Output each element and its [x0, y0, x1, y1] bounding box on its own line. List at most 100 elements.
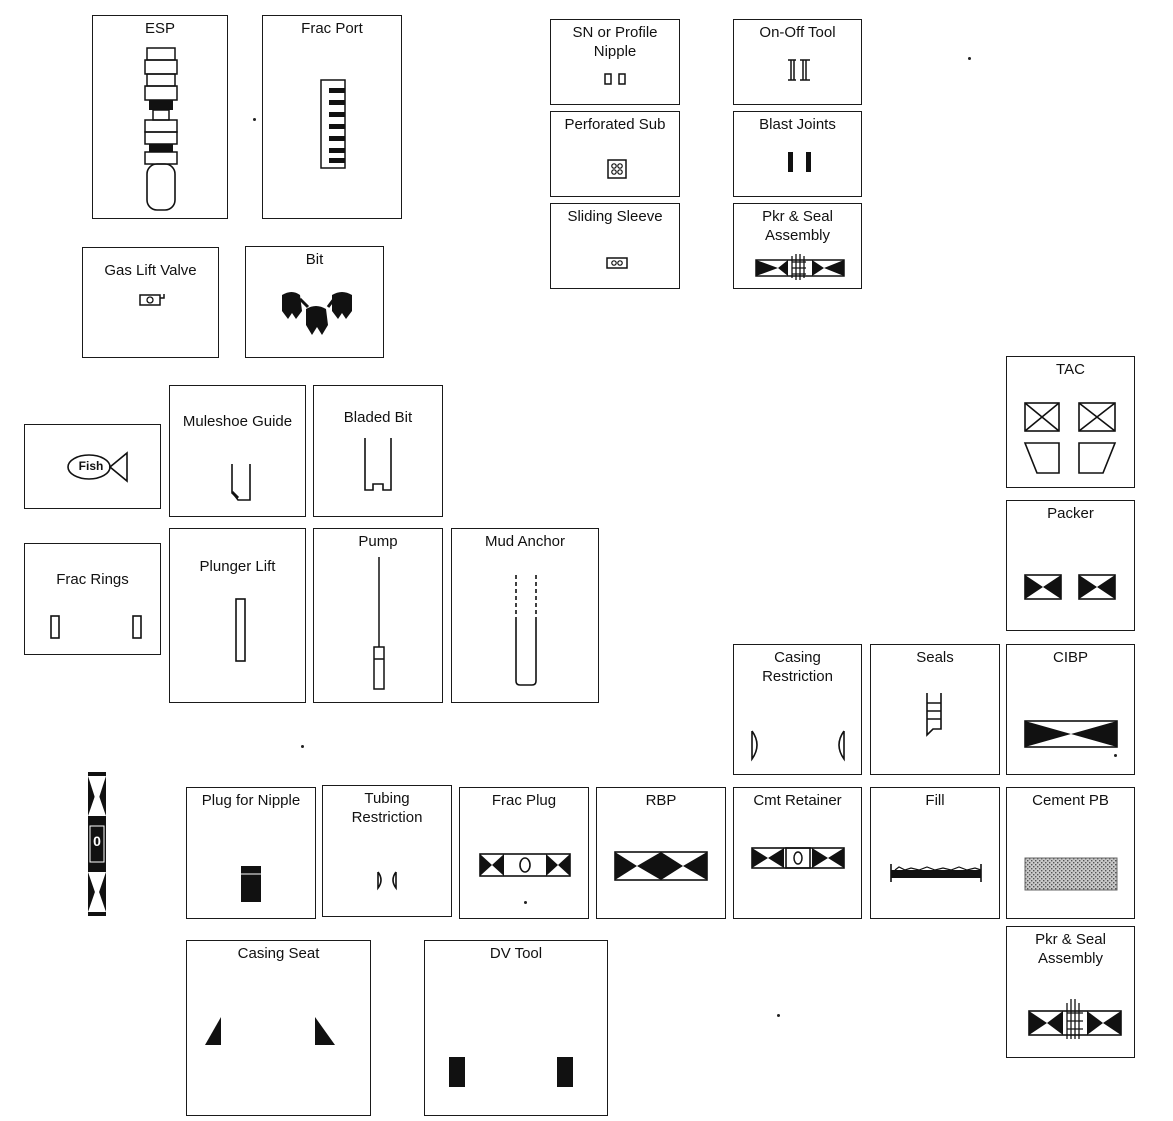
cmt-retainer-box: Cmt Retainer — [733, 787, 862, 919]
cibp-box: CIBP — [1006, 644, 1135, 775]
rbp-icon — [614, 851, 708, 881]
gas-lift-valve-icon — [139, 294, 165, 306]
pkr-seal-assembly-icon — [1028, 999, 1122, 1039]
casing-seat-label: Casing Seat — [237, 945, 320, 962]
vertical-tool-icon — [88, 772, 106, 916]
cibp-label: CIBP — [1052, 649, 1088, 666]
bladed-bit-icon — [364, 438, 392, 491]
fish-text: Fish — [78, 459, 104, 473]
packer-box: Packer — [1006, 500, 1135, 631]
sliding-sleeve-box: Sliding Sleeve — [550, 203, 680, 289]
tubing-restriction-label: Tubing Restriction — [351, 790, 423, 826]
fish-icon — [67, 451, 128, 483]
tac-box: TAC — [1006, 356, 1135, 488]
dv-tool-label: DV Tool — [489, 945, 543, 962]
frac-plug-box: Frac Plug — [459, 787, 589, 919]
bit-box: Bit — [245, 246, 384, 358]
seals-icon — [926, 693, 942, 737]
pkr-seal-assembly-icon — [755, 254, 845, 280]
dv-tool-icon — [449, 1057, 573, 1087]
scan-dot — [301, 745, 304, 748]
on-off-tool-box: On-Off Tool — [733, 19, 862, 105]
frac-port-label: Frac Port — [301, 20, 363, 37]
pump-box: Pump — [313, 528, 443, 703]
casing-restriction-label: Casing Restriction — [762, 649, 833, 685]
casing-seat-box: Casing Seat — [186, 940, 371, 1116]
bladed-bit-box: Bladed Bit — [313, 385, 443, 517]
casing-restriction-icon — [751, 730, 845, 762]
seals-box: Seals — [870, 644, 1000, 775]
packer-label: Packer — [1047, 505, 1094, 522]
esp-box: ESP — [92, 15, 228, 219]
seals-label: Seals — [916, 649, 954, 666]
bladed-bit-label: Bladed Bit — [343, 409, 413, 426]
plug-for-nipple-icon — [241, 866, 261, 902]
plunger-lift-label: Plunger Lift — [199, 558, 276, 575]
casing-restriction-box: Casing Restriction — [733, 644, 862, 775]
frac-plug-label: Frac Plug — [491, 792, 557, 809]
cmt-retainer-icon — [751, 847, 845, 869]
on-off-tool-icon — [788, 59, 810, 81]
fill-icon — [890, 864, 982, 882]
frac-port-icon — [320, 79, 346, 169]
tubing-restriction-icon — [377, 871, 397, 891]
on-off-tool-label: On-Off Tool — [759, 24, 836, 41]
esp-icon — [144, 47, 178, 211]
tac-label: TAC — [1056, 361, 1085, 378]
bit-label: Bit — [305, 251, 324, 268]
plunger-lift-icon — [235, 598, 246, 662]
tubing-restriction-box: Tubing Restriction — [322, 785, 452, 917]
frac-rings-box: Frac Rings — [24, 543, 161, 655]
rbp-box: RBP — [596, 787, 726, 919]
cibp-icon — [1024, 720, 1118, 748]
blast-joints-box: Blast Joints — [733, 111, 862, 197]
bit-icon — [282, 292, 352, 335]
scan-dot — [1114, 754, 1117, 757]
rbp-label: RBP — [645, 792, 677, 809]
cement-pb-label: Cement PB — [1032, 792, 1109, 809]
plug-for-nipple-box: Plug for Nipple — [186, 787, 316, 919]
perforated-sub-label: Perforated Sub — [564, 116, 666, 133]
mud-anchor-label: Mud Anchor — [484, 533, 566, 550]
packer-icon — [1024, 574, 1116, 600]
cement-pb-icon — [1024, 857, 1118, 891]
perforated-sub-box: Perforated Sub — [550, 111, 680, 197]
gas-lift-valve-box: Gas Lift Valve — [82, 247, 219, 358]
sliding-sleeve-icon — [606, 257, 628, 269]
cmt-retainer-label: Cmt Retainer — [753, 792, 842, 809]
sliding-sleeve-label: Sliding Sleeve — [567, 208, 663, 225]
fill-label: Fill — [925, 792, 945, 809]
mud-anchor-box: Mud Anchor — [451, 528, 599, 703]
pkr-seal-assembly-top-box: Pkr & Seal Assembly — [733, 203, 862, 289]
tac-icon — [1023, 402, 1117, 474]
pump-icon — [373, 557, 385, 690]
casing-seat-icon — [205, 1017, 335, 1045]
mud-anchor-icon — [515, 575, 537, 686]
fill-box: Fill — [870, 787, 1000, 919]
muleshoe-guide-box: Muleshoe Guide — [169, 385, 306, 517]
pkr-seal-assembly-bottom-label: Pkr & Seal Assembly — [1035, 931, 1106, 967]
frac-port-box: Frac Port — [262, 15, 402, 219]
blast-joints-label: Blast Joints — [759, 116, 836, 133]
perforated-sub-icon — [607, 159, 627, 179]
pump-label: Pump — [358, 533, 398, 550]
scan-dot — [524, 901, 527, 904]
plunger-lift-box: Plunger Lift — [169, 528, 306, 703]
dv-tool-box: DV Tool — [424, 940, 608, 1116]
nipple-icon — [604, 73, 626, 85]
frac-plug-icon — [479, 853, 571, 877]
esp-label: ESP — [144, 20, 175, 37]
vertical-tool-label: 0 — [93, 833, 101, 849]
plug-for-nipple-label: Plug for Nipple — [201, 792, 301, 809]
muleshoe-guide-label: Muleshoe Guide — [182, 413, 293, 430]
fish-box: Fish — [24, 424, 161, 509]
pkr-seal-assembly-bottom-box: Pkr & Seal Assembly — [1006, 926, 1135, 1058]
sn-profile-nipple-label: SN or Profile Nipple — [572, 24, 658, 60]
scan-dot — [968, 57, 971, 60]
cement-pb-box: Cement PB — [1006, 787, 1135, 919]
muleshoe-guide-icon — [230, 464, 251, 501]
pkr-seal-assembly-top-label: Pkr & Seal Assembly — [762, 208, 833, 244]
scan-dot — [777, 1014, 780, 1017]
scan-dot — [253, 118, 256, 121]
frac-rings-icon — [50, 615, 142, 639]
